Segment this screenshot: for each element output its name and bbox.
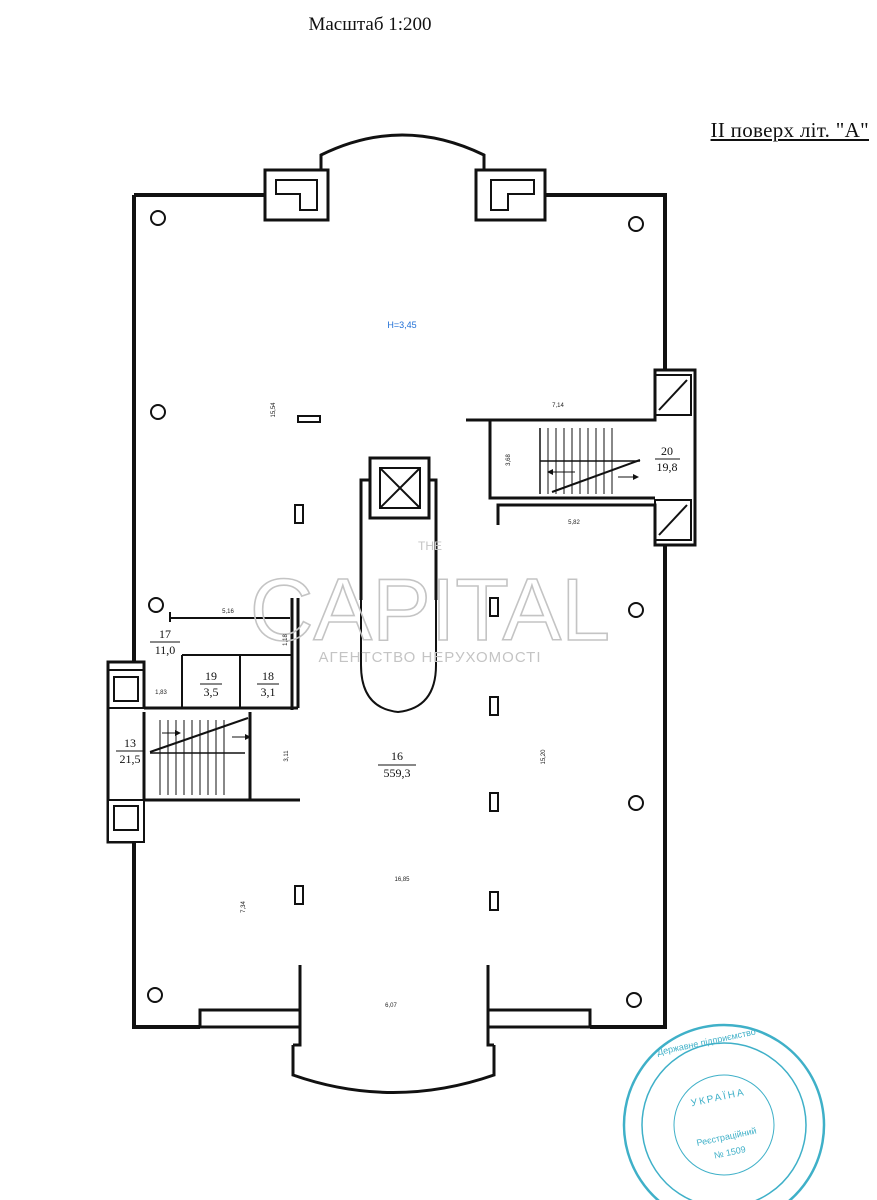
room-18-label: 18 3,1: [257, 669, 279, 699]
room-17-label: 17 11,0: [150, 627, 180, 657]
outer-walls: [132, 193, 667, 1029]
dim-16-85: 16,85: [394, 877, 410, 883]
watermark-logo: CAPITAL: [250, 560, 610, 659]
dim-6-07: 6,07: [385, 1003, 397, 1009]
right-stairwell: [466, 368, 697, 547]
bottom-bay: [198, 965, 592, 1094]
room-labels: 16 559,3 17 11,0 18 3,1 19 3,5 20 19,8 1…: [116, 444, 680, 780]
svg-text:19,8: 19,8: [657, 460, 678, 474]
dim-1-18: 1,18: [283, 634, 289, 646]
svg-text:3,1: 3,1: [261, 685, 276, 699]
top-bay: [263, 133, 547, 222]
stamp-line-2: № 1509: [713, 1144, 747, 1160]
svg-text:559,3: 559,3: [384, 766, 411, 780]
right-stair-treads: [547, 428, 641, 494]
room-20-label: 20 19,8: [655, 444, 680, 474]
elevator-core: [359, 456, 438, 714]
ceiling-height-label: Н=3,45: [387, 320, 416, 330]
svg-text:21,5: 21,5: [120, 752, 141, 766]
svg-text:11,0: 11,0: [155, 643, 176, 657]
room-16-label: 16 559,3: [378, 749, 416, 780]
watermark: THE CAPITAL АГЕНТСТВО НЕРУХОМОСТІ: [249, 539, 611, 666]
dim-7-14: 7,14: [552, 403, 564, 409]
left-stair-treads: [149, 717, 251, 795]
floor-title: ІІ поверх літ. "А": [710, 118, 869, 142]
dim-5-16: 5,16: [222, 609, 234, 615]
dim-3-68: 3,68: [506, 454, 512, 466]
room-19-label: 19 3,5: [200, 669, 222, 699]
columns: [147, 210, 644, 1008]
svg-text:13: 13: [124, 736, 136, 750]
svg-text:3,5: 3,5: [204, 685, 219, 699]
stamp-center-text: УКРАЇНА: [690, 1086, 747, 1109]
svg-text:19: 19: [205, 669, 217, 683]
dim-1-83: 1,83: [155, 690, 167, 696]
scale-label: Масштаб 1:200: [308, 14, 432, 35]
svg-text:16: 16: [391, 749, 403, 763]
official-stamp: Державне підприємство УКРАЇНА Реєстрацій…: [622, 1023, 826, 1200]
watermark-subtitle: АГЕНТСТВО НЕРУХОМОСТІ: [318, 649, 541, 666]
stamp-line-1: Реєстраційний: [696, 1126, 758, 1148]
svg-text:18: 18: [262, 669, 274, 683]
stamp-ring-text: Державне підприємство: [656, 1027, 756, 1058]
dimension-labels: 15,54 7,14 3,68 5,82 5,16 1,18 1,83 3,11…: [155, 402, 580, 1009]
dim-3-11: 3,11: [284, 750, 290, 762]
svg-text:20: 20: [661, 444, 673, 458]
dim-7-34: 7,34: [241, 901, 247, 913]
room-13-label: 13 21,5: [116, 736, 144, 766]
left-rooms: [106, 598, 300, 844]
svg-text:17: 17: [159, 627, 171, 641]
dim-15-54: 15,54: [271, 402, 277, 418]
dim-15-20: 15,20: [541, 749, 547, 765]
small-pillars: [294, 415, 499, 911]
dim-5-82: 5,82: [568, 520, 580, 526]
watermark-small: THE: [418, 539, 442, 553]
